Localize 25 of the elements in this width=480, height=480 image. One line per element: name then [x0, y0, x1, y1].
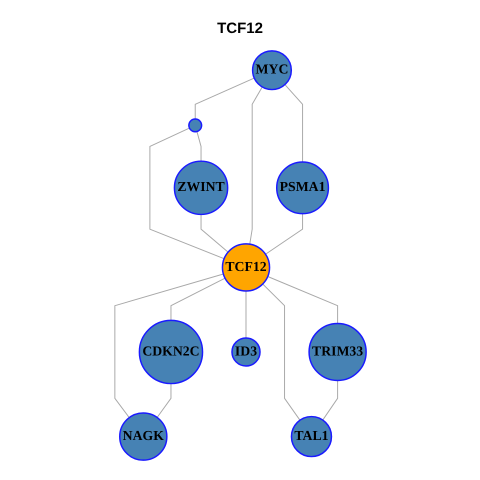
node-circle: CDKN2C — [138, 320, 203, 384]
node-circle: TRIM33 — [308, 322, 366, 382]
node-circle: TAL1 — [290, 416, 332, 458]
connector — [194, 78, 254, 120]
node-circle: TCF12 — [221, 243, 270, 292]
node-circle: ZWINT — [173, 160, 228, 216]
connector — [196, 131, 202, 162]
connector — [170, 278, 225, 321]
connector — [114, 274, 224, 418]
connector — [245, 290, 246, 338]
node-circle: PSMA1 — [276, 161, 329, 214]
diagram-title: TCF12 — [217, 20, 263, 37]
connector — [156, 383, 171, 418]
connector — [266, 276, 338, 324]
connector — [322, 380, 338, 421]
connector — [148, 128, 224, 260]
connector — [248, 86, 262, 245]
connector — [264, 213, 303, 255]
node-circle: NAGK — [118, 412, 168, 461]
node-circle: ID3 — [230, 337, 260, 367]
node-circle: MYC — [251, 50, 292, 90]
connector — [200, 214, 228, 253]
connector — [262, 284, 300, 421]
connector — [284, 84, 303, 162]
node-circle — [188, 118, 202, 132]
